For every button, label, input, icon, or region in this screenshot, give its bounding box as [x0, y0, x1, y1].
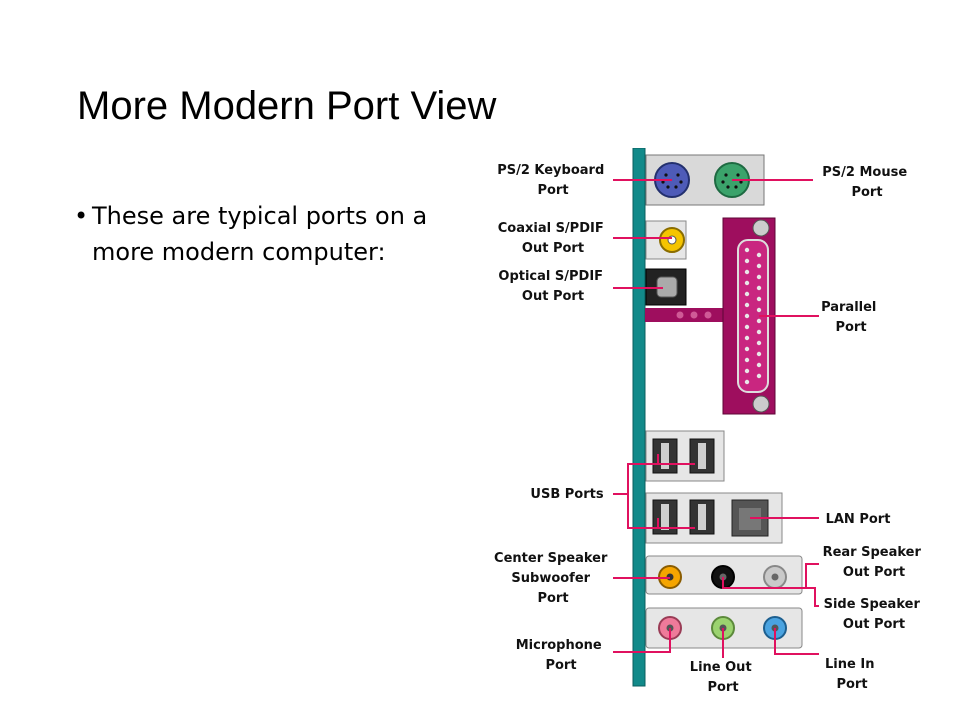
label-side-line2: Out Port: [843, 617, 905, 632]
label-usb: USB Ports: [530, 487, 603, 502]
label-rear-line1: Rear Speaker: [823, 545, 922, 560]
label-ps2-mouse-line1: PS/2 Mouse: [822, 165, 907, 180]
slide-title: More Modern Port View: [77, 84, 497, 128]
label-microphone-line1: Microphone: [516, 638, 602, 653]
label-optical: Optical S/PDIF Out Port: [498, 269, 607, 304]
label-ps2-keyboard: PS/2 Keyboard Port: [497, 163, 609, 198]
label-lan-line1: LAN Port: [826, 512, 891, 527]
label-ps2-keyboard-line1: PS/2 Keyboard: [497, 163, 604, 178]
bullet-marker: •: [74, 202, 89, 230]
bullet-text: These are typical ports on a more modern…: [92, 202, 428, 266]
label-coaxial-line1: Coaxial S/PDIF: [498, 221, 604, 236]
label-line-out-line1: Line Out: [690, 660, 752, 675]
label-center-speaker: Center Speaker Subwoofer Port: [494, 551, 612, 606]
callout-lines: [613, 179, 819, 658]
label-lan: LAN Port: [826, 512, 891, 527]
label-line-out-line2: Port: [707, 680, 738, 695]
label-coaxial: Coaxial S/PDIF Out Port: [498, 221, 609, 256]
parallel-bar: [645, 308, 725, 322]
bullet-item: • These are typical ports on a more mode…: [74, 198, 474, 270]
label-rear-speaker: Rear Speaker Out Port: [823, 545, 926, 580]
label-line-in: Line In Port: [825, 657, 879, 692]
label-ps2-mouse: PS/2 Mouse Port: [822, 165, 911, 200]
label-optical-line1: Optical S/PDIF: [498, 269, 603, 284]
backplate-strip: [632, 148, 646, 687]
label-microphone: Microphone Port: [516, 638, 607, 673]
label-center-line3: Port: [537, 591, 568, 606]
label-parallel: Parallel Port: [821, 300, 881, 335]
motherboard-port-diagram: PS/2 Keyboard Port PS/2 Mouse Port Coaxi…: [494, 148, 926, 695]
label-ps2-keyboard-line2: Port: [537, 183, 568, 198]
label-ps2-mouse-line2: Port: [851, 185, 882, 200]
label-rear-line2: Out Port: [843, 565, 905, 580]
label-line-in-line1: Line In: [825, 657, 874, 672]
label-microphone-line2: Port: [545, 658, 576, 673]
label-side-line1: Side Speaker: [824, 597, 921, 612]
label-usb-line1: USB Ports: [530, 487, 603, 502]
label-parallel-line1: Parallel: [821, 300, 876, 315]
label-center-line2: Subwoofer: [511, 571, 590, 586]
label-parallel-line2: Port: [835, 320, 866, 335]
label-coaxial-line2: Out Port: [522, 241, 584, 256]
label-line-out: Line Out Port: [690, 660, 756, 695]
label-center-line1: Center Speaker: [494, 551, 608, 566]
label-side-speaker: Side Speaker Out Port: [824, 597, 925, 632]
label-optical-line2: Out Port: [522, 289, 584, 304]
label-line-in-line2: Port: [836, 677, 867, 692]
bullet-list: • These are typical ports on a more mode…: [74, 198, 474, 270]
